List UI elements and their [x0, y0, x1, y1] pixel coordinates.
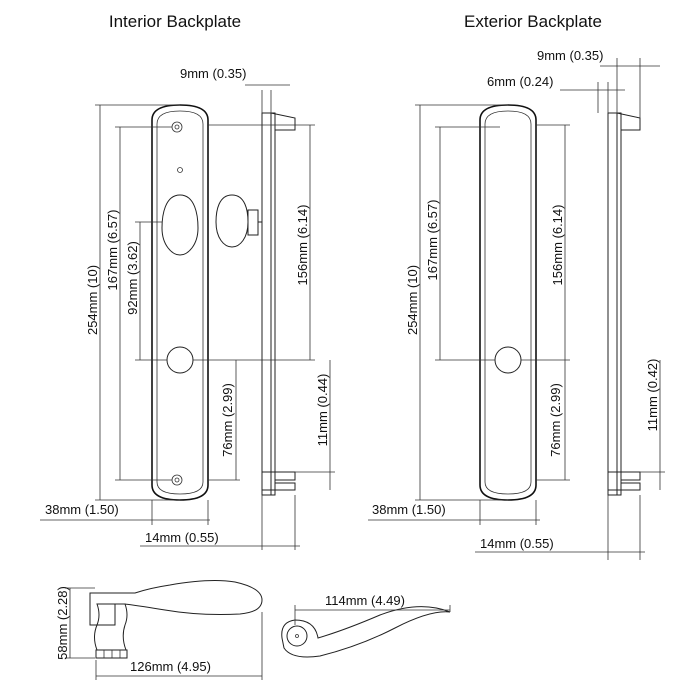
exterior-depth-label: 14mm (0.55): [480, 536, 554, 551]
lever-height-label: 58mm (2.28): [55, 586, 70, 660]
interior-width-label: 38mm (1.50): [45, 502, 119, 517]
interior-height-label: 254mm (10): [85, 265, 100, 335]
exterior-side-span-label: 156mm (6.14): [550, 205, 565, 286]
exterior-backplate-title: Exterior Backplate: [464, 12, 602, 31]
lever-length-label: 126mm (4.95): [130, 659, 211, 674]
interior-cyl-span-label: 92mm (3.62): [125, 241, 140, 315]
lever-side-dimensions: [65, 587, 263, 680]
interior-plate-front: [151, 104, 209, 501]
interior-side-span-label: 156mm (6.14): [295, 205, 310, 286]
exterior-plate-front: [479, 104, 537, 501]
interior-backplate-title: Interior Backplate: [109, 12, 241, 31]
lever-side-labels: 58mm (2.28) 126mm (4.95): [55, 586, 211, 674]
interior-hole-span-label: 167mm (6.57): [105, 210, 120, 291]
interior-dimension-labels: 9mm (0.35) 254mm (10) 167mm (6.57) 92mm …: [45, 66, 330, 545]
exterior-lower-span-label: 76mm (2.99): [548, 383, 563, 457]
exterior-foot-label: 11mm (0.42): [645, 359, 660, 432]
exterior-plate-side: [607, 112, 641, 496]
lever-top-dimensions: [294, 605, 451, 625]
exterior-dimension-labels: 9mm (0.35) 6mm (0.24) 254mm (10) 167mm (…: [372, 48, 660, 551]
interior-foot-label: 11mm (0.44): [315, 374, 330, 447]
lever-side-view: [89, 580, 263, 659]
interior-dimensions: [40, 84, 335, 550]
lever-top-view: [281, 606, 451, 658]
interior-lower-span-label: 76mm (2.99): [220, 383, 235, 457]
exterior-hole-span-label: 167mm (6.57): [425, 200, 440, 281]
exterior-inset-label: 6mm (0.24): [487, 74, 553, 89]
thumbturn: [215, 194, 262, 248]
lever-reach-label: 114mm (4.49): [325, 593, 405, 608]
interior-depth-label: 14mm (0.55): [145, 530, 219, 545]
exterior-thickness-label: 9mm (0.35): [537, 48, 603, 63]
interior-thickness-label: 9mm (0.35): [180, 66, 246, 81]
exterior-height-label: 254mm (10): [405, 265, 420, 335]
interior-plate-side: [261, 112, 296, 496]
exterior-width-label: 38mm (1.50): [372, 502, 446, 517]
exterior-dimensions: [368, 58, 665, 560]
